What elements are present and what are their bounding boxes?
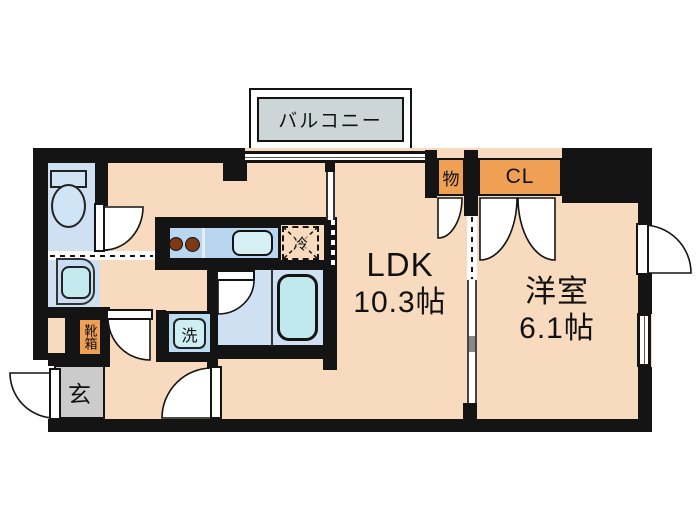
shoe-box: 靴箱 bbox=[78, 318, 102, 356]
closet-box: CL bbox=[478, 158, 562, 196]
wall-top-right-block bbox=[562, 148, 652, 203]
wall-top-left bbox=[33, 148, 245, 163]
western-room-window-line bbox=[644, 316, 645, 364]
vanity-basin-icon bbox=[61, 266, 91, 299]
washer-icon: 洗 bbox=[173, 318, 206, 349]
wall-kitchen-left bbox=[155, 217, 167, 269]
wall-toilet-right-upper bbox=[95, 163, 108, 206]
entrance-area: 玄 bbox=[54, 365, 105, 419]
wall-hall-top bbox=[48, 307, 110, 318]
balcony-label: バルコニー bbox=[278, 111, 383, 132]
refrigerator-label: 冷 bbox=[291, 232, 309, 254]
storage-label: 物 bbox=[442, 169, 460, 189]
sink-icon bbox=[232, 230, 273, 256]
wall-washer-bottom bbox=[156, 352, 214, 362]
burner-icon-left bbox=[169, 237, 183, 251]
wall-right-b bbox=[638, 272, 652, 314]
western-room-window bbox=[637, 313, 651, 367]
kitchen-wall-dash bbox=[331, 220, 335, 268]
ldk-size: 10.3帖 bbox=[353, 285, 447, 319]
refrigerator-box: 冷 bbox=[282, 226, 319, 260]
western-room-name: 洋室 bbox=[525, 274, 589, 309]
wall-top-step bbox=[223, 163, 247, 181]
laundry-label: 洗 bbox=[181, 327, 198, 345]
burner-icon-right bbox=[185, 237, 200, 252]
ldk-room-label: LDK 10.3帖 bbox=[330, 246, 470, 320]
wall-kitchen-bottom bbox=[155, 260, 336, 270]
storage-box: 物 bbox=[437, 158, 465, 196]
closet-label: CL bbox=[505, 165, 535, 188]
sliding-partition-dashed bbox=[467, 216, 477, 280]
ldk-name: LDK bbox=[366, 246, 434, 283]
kitchen-thin-partition bbox=[326, 172, 335, 220]
western-room-size: 6.1帖 bbox=[519, 311, 595, 345]
wall-shoe-left bbox=[65, 318, 78, 356]
wall-stub-storage-left bbox=[425, 150, 437, 198]
wall-bottom bbox=[48, 419, 652, 432]
wall-hall-right bbox=[102, 307, 110, 367]
wall-right-c bbox=[638, 367, 652, 420]
wall-bath-right bbox=[323, 269, 337, 370]
sliding-door-handle bbox=[469, 336, 475, 352]
balcony: バルコニー bbox=[257, 97, 404, 142]
wall-storage-closet-divider bbox=[464, 150, 478, 216]
wall-kitchen-top bbox=[155, 217, 336, 225]
bathtub-icon bbox=[277, 274, 318, 341]
balcony-window-line bbox=[245, 157, 425, 158]
wall-left bbox=[33, 148, 48, 360]
entrance-label: 玄 bbox=[68, 381, 91, 407]
bath-divider bbox=[271, 269, 273, 345]
hall-dashed-divider bbox=[48, 251, 155, 260]
balcony-window bbox=[245, 151, 425, 163]
wall-right-a bbox=[638, 203, 652, 226]
wall-partition-bottom-stub bbox=[463, 403, 477, 420]
shoe-box-label: 靴箱 bbox=[82, 324, 98, 350]
toilet-bowl-icon bbox=[51, 184, 86, 228]
counter-divider bbox=[202, 228, 205, 258]
wall-washer-left bbox=[156, 310, 166, 358]
wall-bath-bottom bbox=[207, 345, 336, 359]
wall-entrance-step bbox=[48, 353, 110, 366]
western-room-label: 洋室 6.1帖 bbox=[492, 274, 622, 346]
